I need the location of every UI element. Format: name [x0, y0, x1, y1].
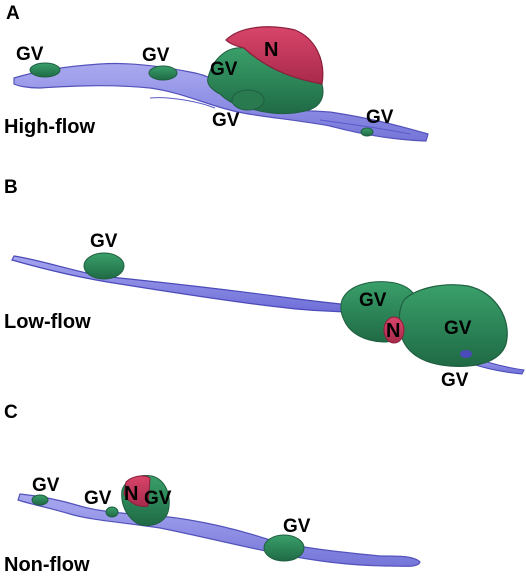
granule-vesicle: [105, 506, 119, 518]
cell-body-non-flow: [121, 475, 170, 526]
condition-label: High-flow: [4, 116, 96, 138]
granule-vesicle: [360, 127, 374, 137]
panel-a: A GV GV GV GV GV N High-flow: [4, 3, 429, 142]
label-gv: GV: [359, 290, 387, 311]
label-nucleus: N: [386, 320, 400, 342]
panel-letter-a: A: [6, 3, 20, 24]
granule-vesicle: [148, 65, 178, 81]
panel-c: C GV GV GV GV N Non-flow: [4, 402, 421, 576]
label-gv: GV: [212, 110, 240, 131]
granule-vesicle: [83, 252, 125, 280]
label-gv: GV: [283, 516, 311, 537]
cell-body-high-flow: [207, 26, 324, 115]
condition-label: Non-flow: [4, 554, 90, 576]
label-gv: GV: [366, 107, 394, 128]
label-gv: GV: [16, 44, 44, 65]
label-gv: GV: [84, 488, 112, 509]
panel-b: B GV GV GV GV N Low-flow: [4, 177, 525, 391]
panel-letter-b: B: [4, 177, 18, 198]
label-nucleus: N: [124, 483, 138, 505]
granule-vesicle: [263, 534, 305, 562]
label-gv: GV: [90, 231, 118, 252]
label-gv: GV: [142, 45, 170, 66]
granule-vesicle: [29, 62, 61, 78]
label-nucleus: N: [264, 39, 278, 61]
label-gv: GV: [210, 59, 238, 80]
label-gv: GV: [32, 475, 60, 496]
granule-vesicle: [31, 494, 49, 506]
label-gv: GV: [441, 370, 469, 391]
panel-letter-c: C: [4, 402, 18, 423]
label-gv: GV: [144, 488, 172, 509]
condition-label: Low-flow: [4, 311, 91, 333]
label-gv: GV: [444, 318, 472, 339]
cell-body-low-flow: [340, 281, 508, 367]
